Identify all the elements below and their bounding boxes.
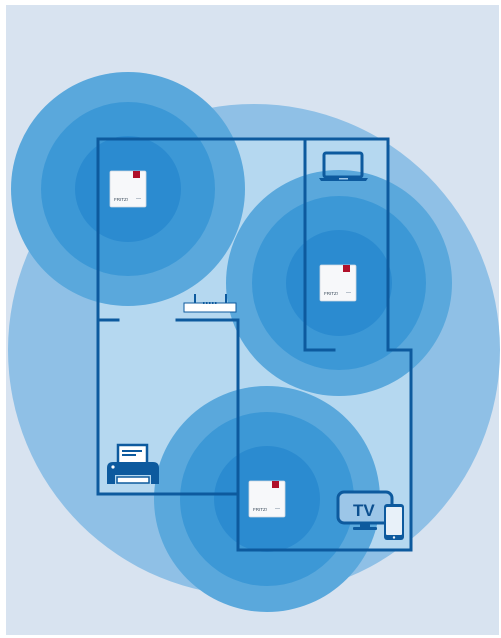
repeater-brand: FRITZ! (324, 291, 338, 296)
coverage-rings-bottom (154, 386, 380, 612)
floor-plan-walls (96, 137, 413, 552)
outer-wall (96, 137, 413, 552)
printer-icon (107, 443, 159, 484)
repeater-brand: FRITZ! (114, 197, 128, 202)
repeater-icon: FRITZ! (248, 480, 286, 518)
tv-icon: TV (336, 490, 394, 530)
inner-wall-right (303, 137, 336, 352)
inner-wall-middle (175, 318, 240, 496)
router-icon (183, 294, 237, 313)
smartphone-icon (384, 504, 404, 540)
laptop-icon (319, 151, 368, 181)
repeater-icon: FRITZ! (109, 170, 147, 208)
repeater-icon: FRITZ! (319, 264, 357, 302)
tv-label: TV (353, 501, 375, 520)
repeater-brand: FRITZ! (253, 507, 267, 512)
